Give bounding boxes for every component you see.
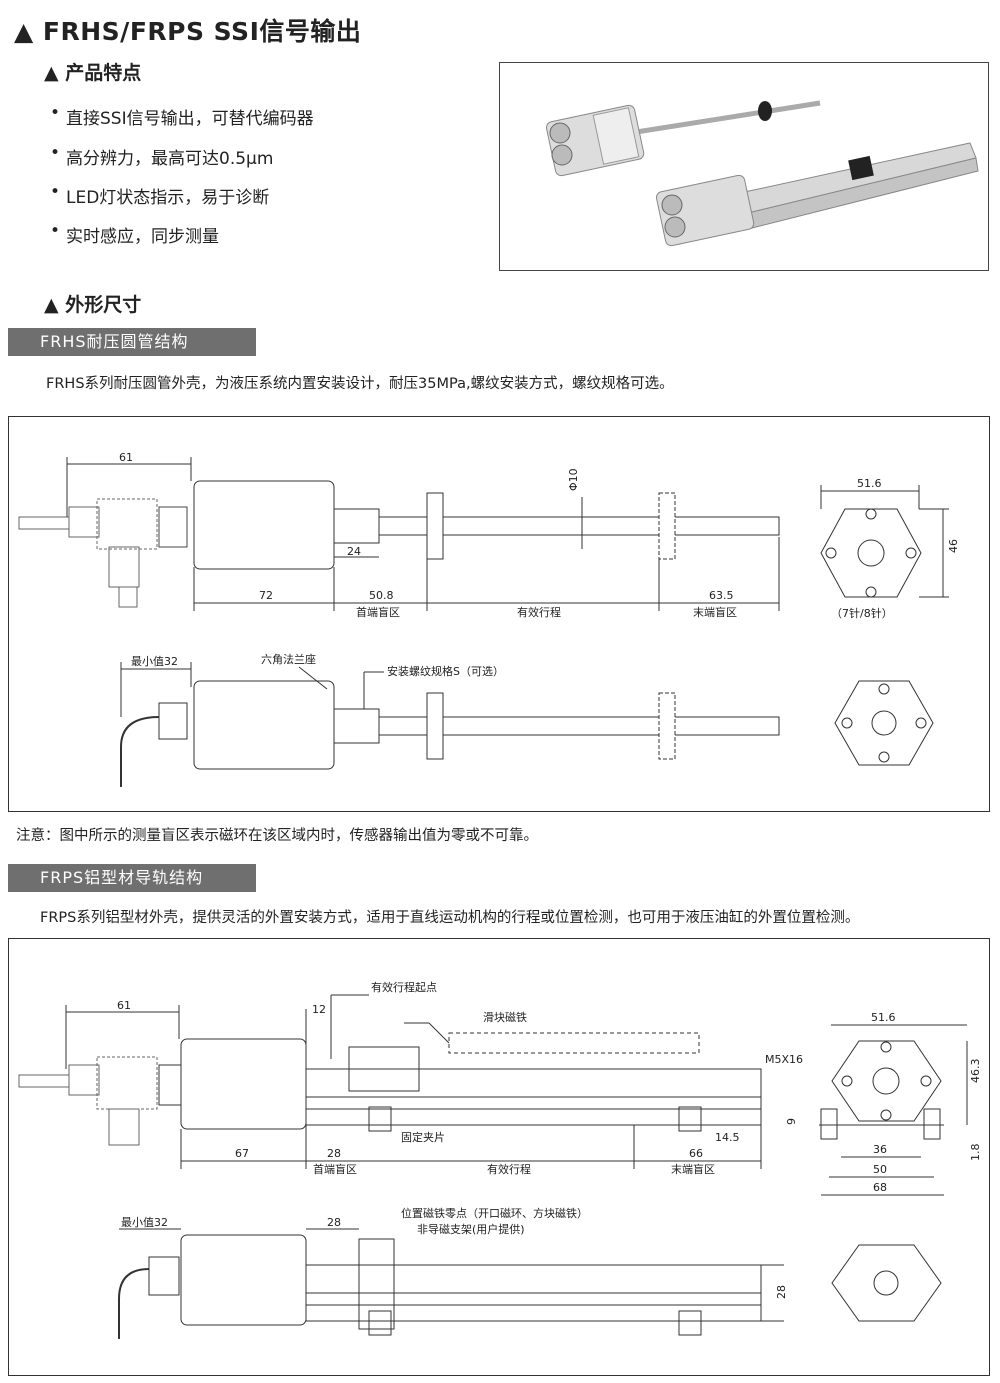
frhs-section-bar: FRHS耐压圆管结构 (8, 328, 256, 356)
slider-magnet-label: 滑块磁铁 (483, 1011, 527, 1024)
dim-68: 68 (873, 1181, 887, 1194)
hex-flange-label: 六角法兰座 (261, 652, 316, 666)
bracket-label: 非导磁支架(用户提供) (417, 1222, 525, 1236)
min-32: 最小值32 (131, 655, 178, 668)
dim-28c: 28 (775, 1285, 788, 1299)
frhs-drawing: 61 Φ10 24 72 50.8 63.5 首端盲区 有效行程 末端盲区 51… (8, 416, 990, 812)
frps-section-bar: FRPS铝型材导轨结构 (8, 864, 256, 892)
frps-drawing: 61 有效行程起点 12 滑块磁铁 固定夹片 14.5 67 28 66 首端盲… (8, 938, 990, 1376)
dim-28b: 28 (327, 1216, 341, 1229)
dim-46-3: 46.3 (969, 1059, 982, 1084)
zero-label: 位置磁铁零点（开口磁环、方块磁铁） (401, 1206, 588, 1220)
dim-50: 50 (873, 1163, 887, 1176)
frps-description: FRPS系列铝型材外壳，提供灵活的外置安装方式，适用于直线运动机构的行程或位置检… (40, 910, 860, 926)
zone-stroke: 有效行程 (487, 1162, 531, 1176)
dim-51-6: 51.6 (871, 1011, 896, 1024)
dim-61: 61 (119, 451, 133, 464)
dim-67: 67 (235, 1147, 249, 1160)
min-32: 最小值32 (121, 1216, 168, 1229)
zone-start: 首端盲区 (356, 605, 400, 619)
zone-end: 末端盲区 (671, 1162, 715, 1176)
feature-item: 高分辨力，最高可达0.5μm (50, 143, 273, 169)
m5-label: M5X16 (765, 1053, 803, 1066)
dim-66: 66 (689, 1147, 703, 1160)
dim-9: 9 (785, 1118, 798, 1125)
dimensions-heading: ▲ 外形尺寸 (44, 294, 142, 316)
dim-24: 24 (347, 545, 361, 558)
dim-61: 61 (117, 999, 131, 1012)
features-heading: ▲ 产品特点 (44, 62, 142, 84)
dim-1-8: 1.8 (969, 1144, 982, 1162)
feature-item: 直接SSI信号输出，可替代编码器 (50, 103, 314, 129)
dim-50-8: 50.8 (369, 589, 394, 602)
dim-51-6: 51.6 (857, 477, 882, 490)
feature-item: LED灯状态指示，易于诊断 (50, 182, 269, 208)
zone-start: 首端盲区 (313, 1162, 357, 1176)
note: 注意：图中所示的测量盲区表示磁环在该区域内时，传感器输出值为零或不可靠。 (16, 828, 538, 844)
dim-14-5: 14.5 (715, 1131, 740, 1144)
dim-phi10: Φ10 (567, 468, 580, 491)
thread-label: 安装螺纹规格S（可选） (387, 664, 504, 678)
frhs-description: FRHS系列耐压圆管外壳，为液压系统内置安装设计，耐压35MPa,螺纹安装方式，… (46, 376, 674, 392)
dim-28: 28 (327, 1147, 341, 1160)
product-photo (499, 62, 989, 271)
dim-12: 12 (312, 1003, 326, 1016)
dim-72: 72 (259, 589, 273, 602)
stroke-start-label: 有效行程起点 (371, 980, 437, 994)
page-title: ▲ FRHS/FRPS SSI信号输出 (14, 17, 362, 46)
zone-end: 末端盲区 (693, 605, 737, 619)
clamp-label: 固定夹片 (401, 1130, 445, 1144)
dim-36: 36 (873, 1143, 887, 1156)
zone-stroke: 有效行程 (517, 605, 561, 619)
dim-46: 46 (947, 539, 960, 553)
feature-item: 实时感应，同步测量 (50, 221, 219, 247)
dim-63-5: 63.5 (709, 589, 734, 602)
pin-note: （7针/8针） (831, 606, 893, 620)
